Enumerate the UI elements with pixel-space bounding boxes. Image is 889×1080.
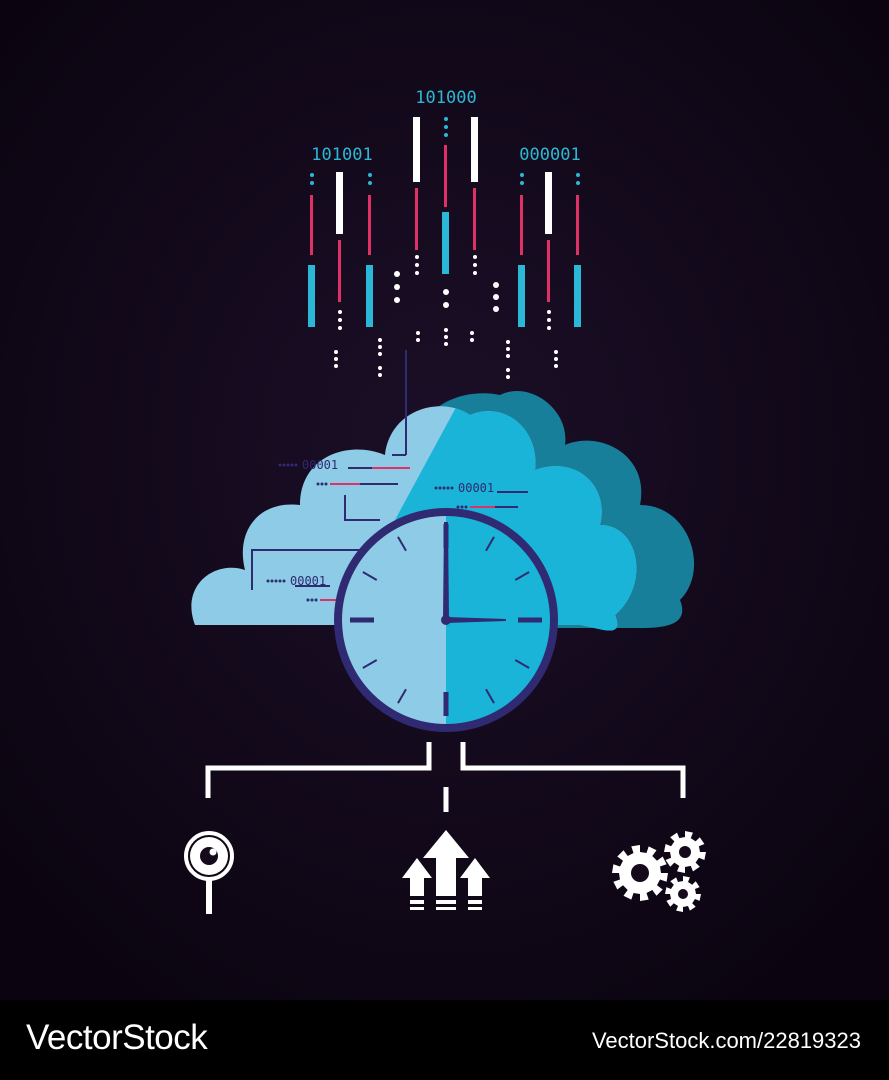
gears-icon <box>612 831 706 912</box>
clock-tick <box>514 659 530 669</box>
circuit-lines <box>251 350 528 601</box>
clock-tick <box>362 659 378 669</box>
cloud-label-upper-left: 00001 <box>302 458 338 472</box>
gear-hole <box>631 864 649 882</box>
connector-lines <box>205 742 686 812</box>
watermark-brand: VectorStock <box>26 1018 208 1057</box>
clock-tick <box>397 536 407 552</box>
magnifier-icon <box>184 831 234 914</box>
gear-hole <box>678 889 688 899</box>
binary-label-center: 101000 <box>415 88 476 108</box>
watermark-id: VectorStock.com/22819323 <box>591 1028 861 1053</box>
clock-tick <box>514 571 530 581</box>
binary-label-left: 101001 <box>311 145 372 165</box>
clock-tick <box>397 688 407 704</box>
binary-label-right: 000001 <box>519 145 580 165</box>
circuit-dots <box>266 463 468 602</box>
watermark-bar: VectorStock VectorStock.com/22819323 <box>0 1000 889 1080</box>
clock-tick <box>485 536 495 552</box>
gear-hole <box>679 846 691 858</box>
clock-hands <box>441 522 506 625</box>
clock <box>334 508 558 732</box>
arrows-up-icon <box>402 830 490 910</box>
clock-tick <box>485 688 495 704</box>
cloud-label-lower-left: 00001 <box>290 574 326 588</box>
clock-tick <box>362 571 378 581</box>
data-streams <box>308 117 581 379</box>
cloud-label-upper-right: 00001 <box>458 481 494 495</box>
